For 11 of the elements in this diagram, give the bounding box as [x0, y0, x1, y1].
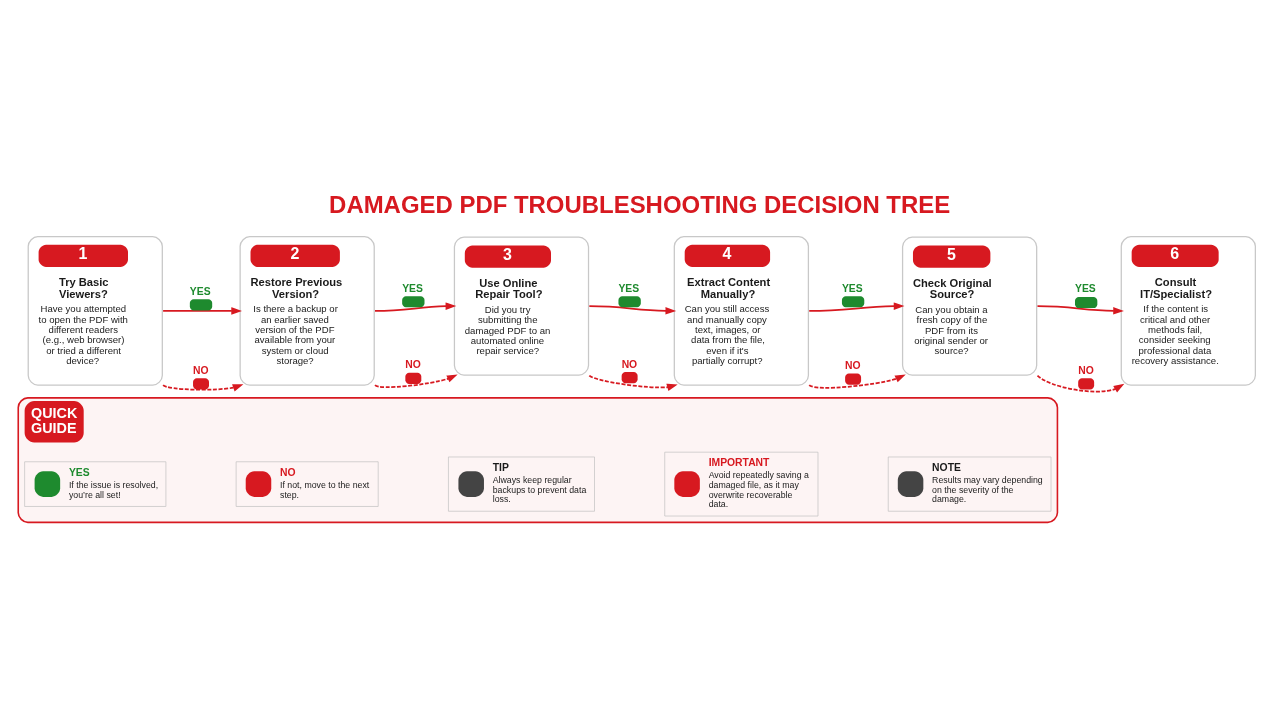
- edge-label: YES: [1074, 283, 1096, 295]
- edge-label: NO: [621, 358, 638, 370]
- edge-label: YES: [189, 285, 211, 297]
- edge-label: NO: [405, 359, 421, 371]
- edge-label: NO: [845, 360, 861, 372]
- edge-label: YES: [402, 282, 423, 294]
- edge-label: YES: [618, 282, 640, 294]
- edge-label: NO: [1078, 364, 1094, 376]
- edge-label: NO: [193, 364, 209, 376]
- diagram-title: DAMAGED PDF TROUBLESHOOTING DECISION TREE: [329, 190, 951, 218]
- edge-label: YES: [841, 282, 863, 294]
